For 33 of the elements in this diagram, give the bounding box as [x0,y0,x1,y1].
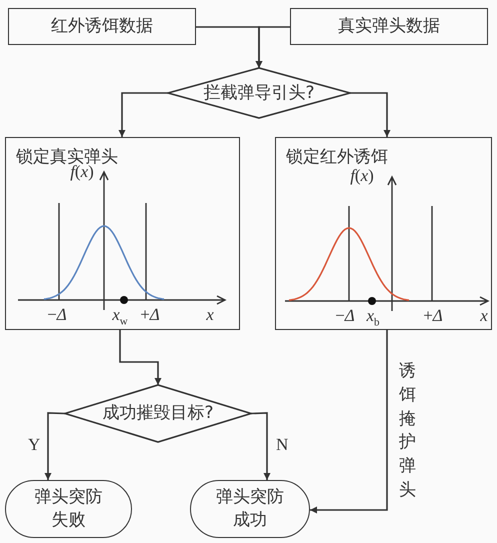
axis-label: f(x) [350,167,374,184]
terminal-shape [190,480,310,538]
axis-label: +Δ [423,307,443,324]
panel-box [275,137,492,330]
connector-arrow [118,92,168,137]
terminal-shape [5,480,132,538]
connector-arrow [250,412,270,480]
question-text: 成功摧毁目标? [102,402,214,425]
question-text: 拦截弹导引头? [203,82,315,104]
axis-label: x [206,306,214,323]
connector-arrow [310,330,388,514]
connector-arrow [119,330,162,385]
edge-label: N [276,436,288,455]
edge-label: Y [28,436,40,455]
axis-label: x [480,307,488,324]
connector-arrow [350,92,390,137]
axis-label: +Δ [140,306,160,323]
process-box [8,8,196,45]
axis-label: f(x) [70,163,94,180]
edge-label: 诱饵掩护弹头 [399,360,416,502]
node-text: 真实弹头数据 [338,15,440,38]
node-text: 红外诱饵数据 [51,15,153,38]
connector-arrow [256,26,290,68]
axis-label: −Δ [335,307,355,324]
axis-label: x$_{w}$ [112,306,128,328]
panel-box [5,137,240,330]
process-box [290,8,488,45]
axis-label: −Δ [47,306,67,323]
connector-arrow [44,412,66,480]
node-text: 弹头突防成功 [215,486,285,532]
panel-title: 锁定红外诱饵 [286,146,388,169]
node-text: 弹头突防失败 [34,486,104,532]
axis-label: x$_{b}$ [366,307,380,328]
